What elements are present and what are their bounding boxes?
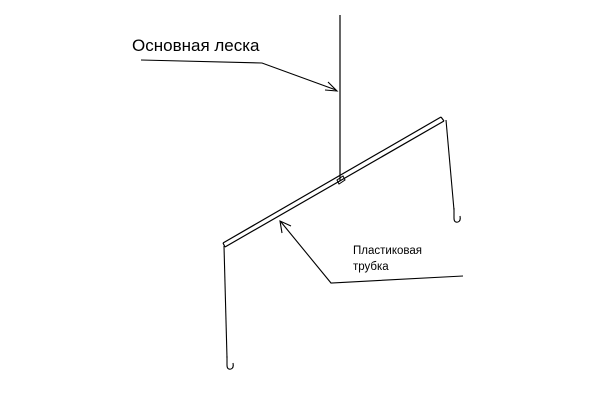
right-hook-icon (453, 208, 461, 223)
main-line-arrowhead (324, 81, 339, 92)
plastic-tube (222, 116, 445, 248)
tube-pointer (280, 221, 464, 284)
tube-label-line2: трубка (353, 261, 389, 273)
tube-label-line1: Пластиковая (353, 245, 422, 257)
main-line-label: Основная леска (132, 36, 260, 55)
main-line-pointer (140, 59, 337, 91)
left-leader-line (223, 245, 228, 359)
left-hook-icon (226, 356, 234, 370)
tube-label: Пластиковая трубка (353, 243, 453, 275)
right-leader-line (445, 119, 455, 211)
tube-arrowhead (279, 220, 292, 234)
